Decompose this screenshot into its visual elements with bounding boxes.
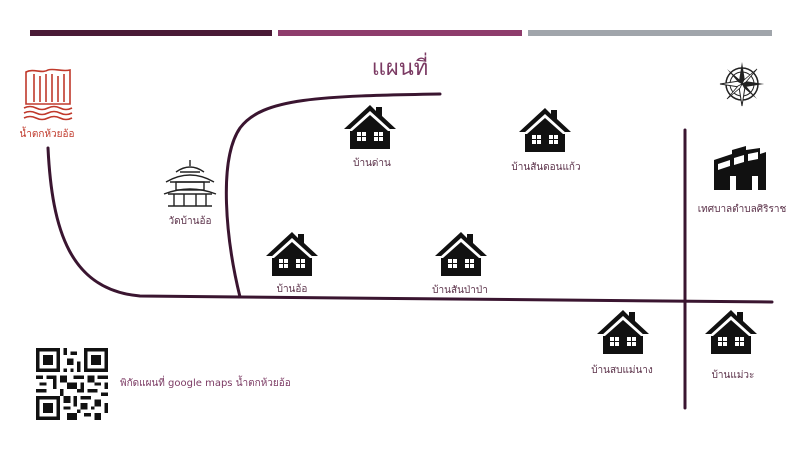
header-bar-1 xyxy=(30,30,272,36)
label-waterfall: น้ำตกห้วยอ้อ xyxy=(19,129,75,140)
label-baan-mae-wa: บ้านแม่วะ xyxy=(711,370,755,381)
temple-icon xyxy=(163,160,217,207)
road-north xyxy=(224,92,442,299)
label-baan-san-don-kaeo: บ้านสันดอนแก้ว xyxy=(511,162,581,173)
label-baan-sop-mae-nang: บ้านสบแม่นาง xyxy=(591,365,653,376)
compass-icon xyxy=(719,62,764,107)
label-baan-san-pa-pao: บ้านสันป่าป่า xyxy=(432,285,488,296)
house-icon-baan-o xyxy=(266,232,318,277)
qr-caption: พิกัดแผนที่ google maps น้ำตกห้วยอ้อ xyxy=(120,378,291,389)
header-bar-3 xyxy=(528,30,772,36)
road-curve-left xyxy=(46,146,242,299)
waterfall-icon xyxy=(23,68,73,121)
qr-code-icon xyxy=(36,348,108,420)
house-icon-baan-dan xyxy=(344,105,396,150)
label-baan-o: บ้านอ้อ xyxy=(276,284,308,295)
header-bar-2 xyxy=(278,30,522,36)
road-main xyxy=(238,295,774,304)
label-temple: วัดบ้านอ้อ xyxy=(168,216,212,227)
house-icon-baan-san-don-kaeo xyxy=(519,108,571,153)
house-icon-baan-san-pa-pao xyxy=(435,232,487,277)
factory-icon xyxy=(714,146,766,190)
label-municipality: เทศบาลตำบลศิริราช xyxy=(697,204,787,215)
house-icon-baan-sop-mae-nang xyxy=(597,310,649,355)
house-icon-baan-mae-wa xyxy=(705,310,757,355)
label-baan-dan: บ้านด่าน xyxy=(353,158,391,169)
map-title: แผนที่ xyxy=(371,56,429,81)
